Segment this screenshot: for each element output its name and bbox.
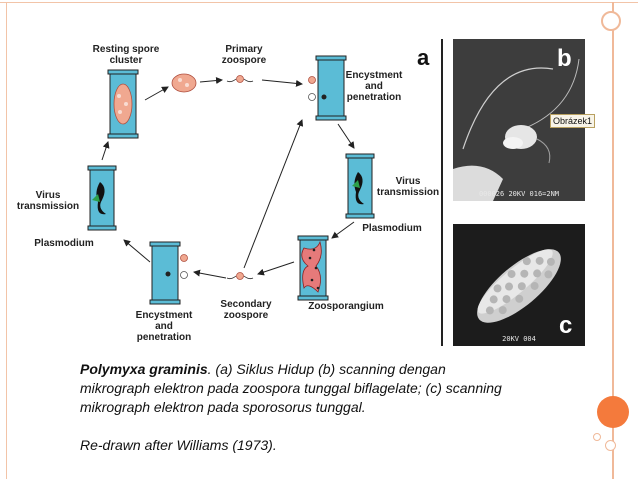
sem-photo-sporosorus: c 20KV 004	[453, 224, 585, 346]
label-virus-right-2: transmission	[377, 187, 439, 198]
label-encystment-bottom: Encystment	[136, 310, 193, 321]
caption-line-1-rest: . (a) Siklus Hidup (b) scanning dengan	[207, 361, 446, 377]
label-virus-right: Virus	[396, 176, 421, 187]
decor-dot-icon	[593, 433, 601, 441]
caption-credit: Re-drawn after Williams (1973).	[80, 437, 277, 453]
label-encystment-bottom-3: penetration	[137, 332, 191, 343]
label-encystment-top-2: and	[365, 81, 383, 92]
encystment-cell-top	[308, 55, 347, 121]
virus-cell-left	[87, 165, 117, 231]
figure-caption: Polymyxa graminis. (a) Siklus Hidup (b) …	[80, 360, 580, 455]
label-primary-zoospore: Primary	[225, 44, 263, 55]
primary-zoospore	[226, 75, 254, 83]
sporosorus-image	[453, 224, 585, 346]
label-primary-zoospore-2: zoospore	[222, 55, 267, 66]
zoosporangium-cell	[297, 235, 329, 301]
label-encystment-top-3: penetration	[347, 92, 401, 103]
decor-orange-circle-icon	[597, 396, 629, 428]
decor-circle-icon	[601, 11, 621, 31]
panel-divider	[441, 39, 443, 346]
label-encystment-top: Encystment	[346, 70, 403, 81]
virus-cell-right	[345, 153, 375, 219]
label-plasmodium-left: Plasmodium	[34, 238, 94, 249]
left-border	[6, 2, 7, 479]
decor-dot-icon	[605, 440, 616, 451]
sem-scale-b: 000026 20KV 016=2NM	[478, 190, 560, 198]
label-plasmodium-right: Plasmodium	[362, 223, 422, 234]
caption-spacer	[80, 417, 580, 436]
top-border	[0, 2, 638, 3]
label-secondary-zoospore: Secondary	[220, 299, 272, 310]
secondary-zoospore	[226, 272, 254, 280]
cycle-arrows	[101, 77, 355, 279]
image-tag: Obrázek1	[550, 114, 596, 128]
label-encystment-bottom-2: and	[155, 321, 173, 332]
label-resting-spore: Resting spore	[93, 44, 160, 55]
caption-line-3: mikrograph elektron pada sporosorus tung…	[80, 399, 366, 415]
encystment-cell-bottom	[149, 241, 188, 305]
label-zoosporangium: Zoosporangium	[308, 301, 384, 312]
label-secondary-zoospore-2: zoospore	[224, 310, 269, 321]
caption-line-2: mikrograph elektron pada zoospora tungga…	[80, 380, 502, 396]
label-resting-spore-2: cluster	[110, 55, 143, 66]
label-virus-left-2: transmission	[17, 201, 79, 212]
zoospore-image	[453, 39, 585, 201]
caption-line-1: Polymyxa graminis. (a) Siklus Hidup (b) …	[80, 360, 580, 379]
sem-photo-zoospore: b 000026 20KV 016=2NM	[453, 39, 585, 201]
spore-cluster	[171, 73, 197, 93]
sem-scale-c: 20KV 004	[502, 335, 536, 343]
resting-spore-cell	[107, 69, 139, 139]
label-virus-left: Virus	[36, 190, 61, 201]
panel-letter-c: c	[559, 312, 573, 339]
panel-letter-a: a	[417, 45, 430, 70]
panel-letter-b: b	[557, 45, 572, 72]
species-name: Polymyxa graminis	[80, 361, 208, 377]
right-border	[612, 2, 614, 479]
